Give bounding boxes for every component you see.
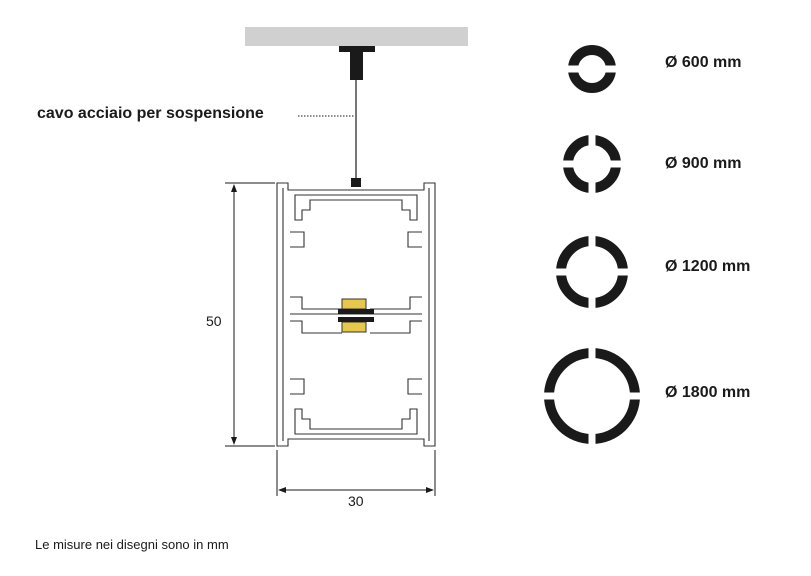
ring-gap	[588, 231, 596, 313]
width-value: 30	[348, 493, 364, 509]
height-value: 50	[206, 313, 222, 329]
ring-900-icon	[558, 130, 626, 198]
ring-1200-icon	[551, 231, 633, 313]
profile-section	[276, 182, 436, 447]
height-dimension	[225, 182, 275, 447]
ring-gap	[588, 130, 596, 198]
diameter-label-900: Ø 900 mm	[665, 155, 742, 172]
units-note: Le misure nei disegni sono in mm	[35, 537, 229, 552]
ring-600-icon	[563, 45, 621, 93]
ceiling-plate	[245, 27, 468, 46]
central-connector	[338, 298, 374, 333]
diameter-label-1200: Ø 1200 mm	[665, 258, 751, 275]
ring-1800-icon	[539, 343, 645, 449]
cable-clamp	[351, 178, 361, 187]
ceiling-fixing	[339, 46, 375, 80]
ring-gap	[588, 343, 596, 449]
cable-label: cavo acciaio per sospensione	[37, 105, 264, 122]
width-dimension	[276, 450, 436, 496]
diameter-label-600: Ø 600 mm	[665, 54, 742, 71]
ring-gap	[563, 65, 621, 73]
diameter-label-1800: Ø 1800 mm	[665, 384, 751, 401]
